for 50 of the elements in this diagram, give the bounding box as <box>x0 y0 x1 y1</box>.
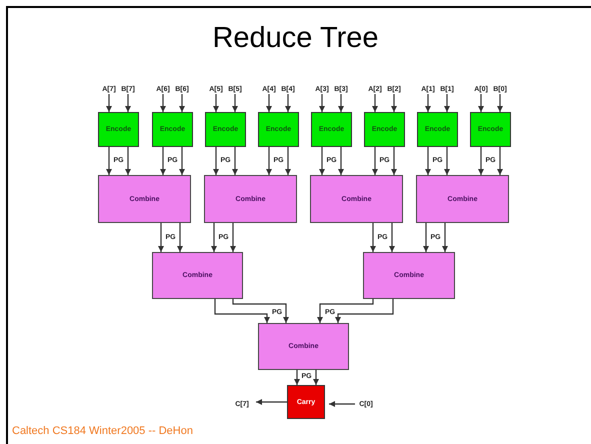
arrow <box>497 147 503 175</box>
arrow <box>213 147 219 175</box>
arrow <box>444 94 450 112</box>
arrow <box>230 223 236 252</box>
arrow <box>425 147 431 175</box>
arrow <box>391 94 397 112</box>
arrow <box>372 94 378 112</box>
arrow <box>478 147 484 175</box>
slide-title: Reduce Tree <box>211 22 380 55</box>
arrow <box>372 147 378 175</box>
arrow <box>256 399 287 405</box>
arrow <box>179 147 185 175</box>
arrow <box>232 147 238 175</box>
arrow <box>125 94 131 112</box>
arrow <box>266 94 272 112</box>
arrow <box>106 94 112 112</box>
arrow <box>335 299 394 323</box>
arrow <box>125 147 131 175</box>
arrow <box>285 94 291 112</box>
arrow <box>391 147 397 175</box>
arrow <box>294 370 300 385</box>
arrow <box>232 299 289 323</box>
arrow <box>179 94 185 112</box>
arrow <box>338 94 344 112</box>
arrow <box>213 94 219 112</box>
arrow <box>313 370 319 385</box>
arrow <box>317 299 374 323</box>
arrow <box>444 147 450 175</box>
arrow <box>177 223 183 252</box>
arrow <box>423 223 429 252</box>
arrow <box>329 401 355 407</box>
arrow <box>158 223 164 252</box>
arrow <box>285 147 291 175</box>
arrow <box>160 94 166 112</box>
arrow <box>319 147 325 175</box>
arrow <box>389 223 395 252</box>
arrow <box>160 147 166 175</box>
arrow <box>442 223 448 252</box>
arrow <box>266 147 272 175</box>
arrow <box>319 94 325 112</box>
footer-note: Caltech CS184 Winter2005 -- DeHon <box>12 425 193 437</box>
arrow <box>338 147 344 175</box>
arrow <box>232 94 238 112</box>
arrow <box>478 94 484 112</box>
arrow <box>214 299 270 323</box>
arrow <box>425 94 431 112</box>
arrow <box>370 223 376 252</box>
arrow <box>106 147 112 175</box>
arrow <box>211 223 217 252</box>
arrow <box>497 94 503 112</box>
